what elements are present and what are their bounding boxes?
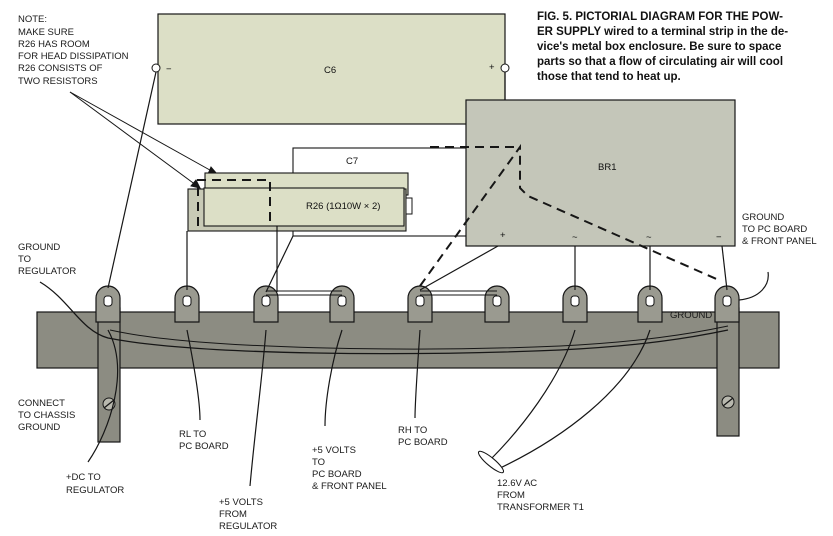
ground-strip-label: GROUND [670,310,712,321]
ground-regulator-label-3: REGULATOR [18,266,76,277]
note-line-1: NOTE: [18,14,47,25]
ground-pc-label-2: TO PC BOARD [742,224,807,235]
r26-label: R26 (1Ω10W × 2) [306,201,380,212]
v5-pc-label-4: & FRONT PANEL [312,481,387,492]
v5-pc-label-2: TO [312,457,325,468]
note-line-5: R26 CONSISTS OF [18,63,103,74]
callout-labels: GROUND TO REGULATOR GROUND TO PC BOARD &… [18,212,817,532]
bridge-rectifier-br1: BR1 + ~ ~ − [465,99,736,247]
note-line-4: FOR HEAD DISSIPATION [18,51,129,62]
right-screw-icon [721,395,735,409]
figure-caption: FIG. 5. PICTORIAL DIAGRAM FOR THE POW- E… [537,11,788,83]
note-line-2: MAKE SURE [18,27,74,38]
caption-line-2: ER SUPPLY wired to a terminal strip in t… [537,26,788,38]
ground-pc-label-3: & FRONT PANEL [742,236,817,247]
component-wires [107,71,769,301]
c6-plus: + [489,62,495,73]
ac-wire-clamp [477,450,505,474]
dc-regulator-label-1: +DC TO [66,472,101,483]
lead-wires [87,329,651,487]
c7-label: C7 [346,156,358,167]
ground-bus-wire [39,281,729,355]
rh-label-1: RH TO [398,425,427,436]
br1-ac1: ~ [572,232,578,243]
caption-line-5: those that tend to heat up. [537,71,681,83]
ground-pc-label-1: GROUND [742,212,784,223]
chassis-label-3: GROUND [18,422,60,433]
v5-regulator-label-3: REGULATOR [219,521,277,532]
br1-ac2: ~ [646,232,652,243]
hidden-wiring [197,143,722,287]
rh-label-2: PC BOARD [398,437,448,448]
ground-bus-wire-2 [109,325,729,350]
dc-regulator-label-2: REGULATOR [66,485,124,496]
ground-regulator-label-1: GROUND [18,242,60,253]
rl-label-2: PC BOARD [179,441,229,452]
terminal-strip [36,307,780,443]
v5-pc-label-3: PC BOARD [312,469,362,480]
v5-regulator-label-1: +5 VOLTS [219,497,263,508]
capacitor-c6: C6 − + [151,13,510,125]
note-line-6: TWO RESISTORS [18,76,98,87]
c6-label: C6 [324,65,336,76]
left-mounting-foot [97,307,121,443]
lug-holes [103,295,732,307]
note-line-3: R26 HAS ROOM [18,39,90,50]
ac-label-3: TRANSFORMER T1 [497,502,584,513]
resistor-r26: R26 (1Ω10W × 2) [187,172,413,232]
c6-minus: − [166,64,172,75]
ac-label-2: FROM [497,490,525,501]
v5-regulator-label-2: FROM [219,509,247,520]
chassis-label-2: TO CHASSIS [18,410,75,421]
caption-line-3: vice's metal box enclosure. Be sure to s… [537,41,781,53]
br1-label: BR1 [598,162,616,173]
br1-plus: + [500,230,506,241]
v5-pc-label-1: +5 VOLTS [312,445,356,456]
left-screw-icon [102,397,116,411]
ac-label-1: 12.6V AC [497,478,537,489]
strip-jumpers [266,290,497,296]
chassis-label-1: CONNECT [18,398,65,409]
ground-regulator-label-2: TO [18,254,31,265]
br1-minus: − [716,232,722,243]
caption-line-4: parts so that a flow of circulating air … [537,56,783,68]
caption-line-1: FIG. 5. PICTORIAL DIAGRAM FOR THE POW- [537,11,783,23]
rl-label-1: RL TO [179,429,206,440]
note-block: NOTE: MAKE SURE R26 HAS ROOM FOR HEAD DI… [18,14,129,87]
